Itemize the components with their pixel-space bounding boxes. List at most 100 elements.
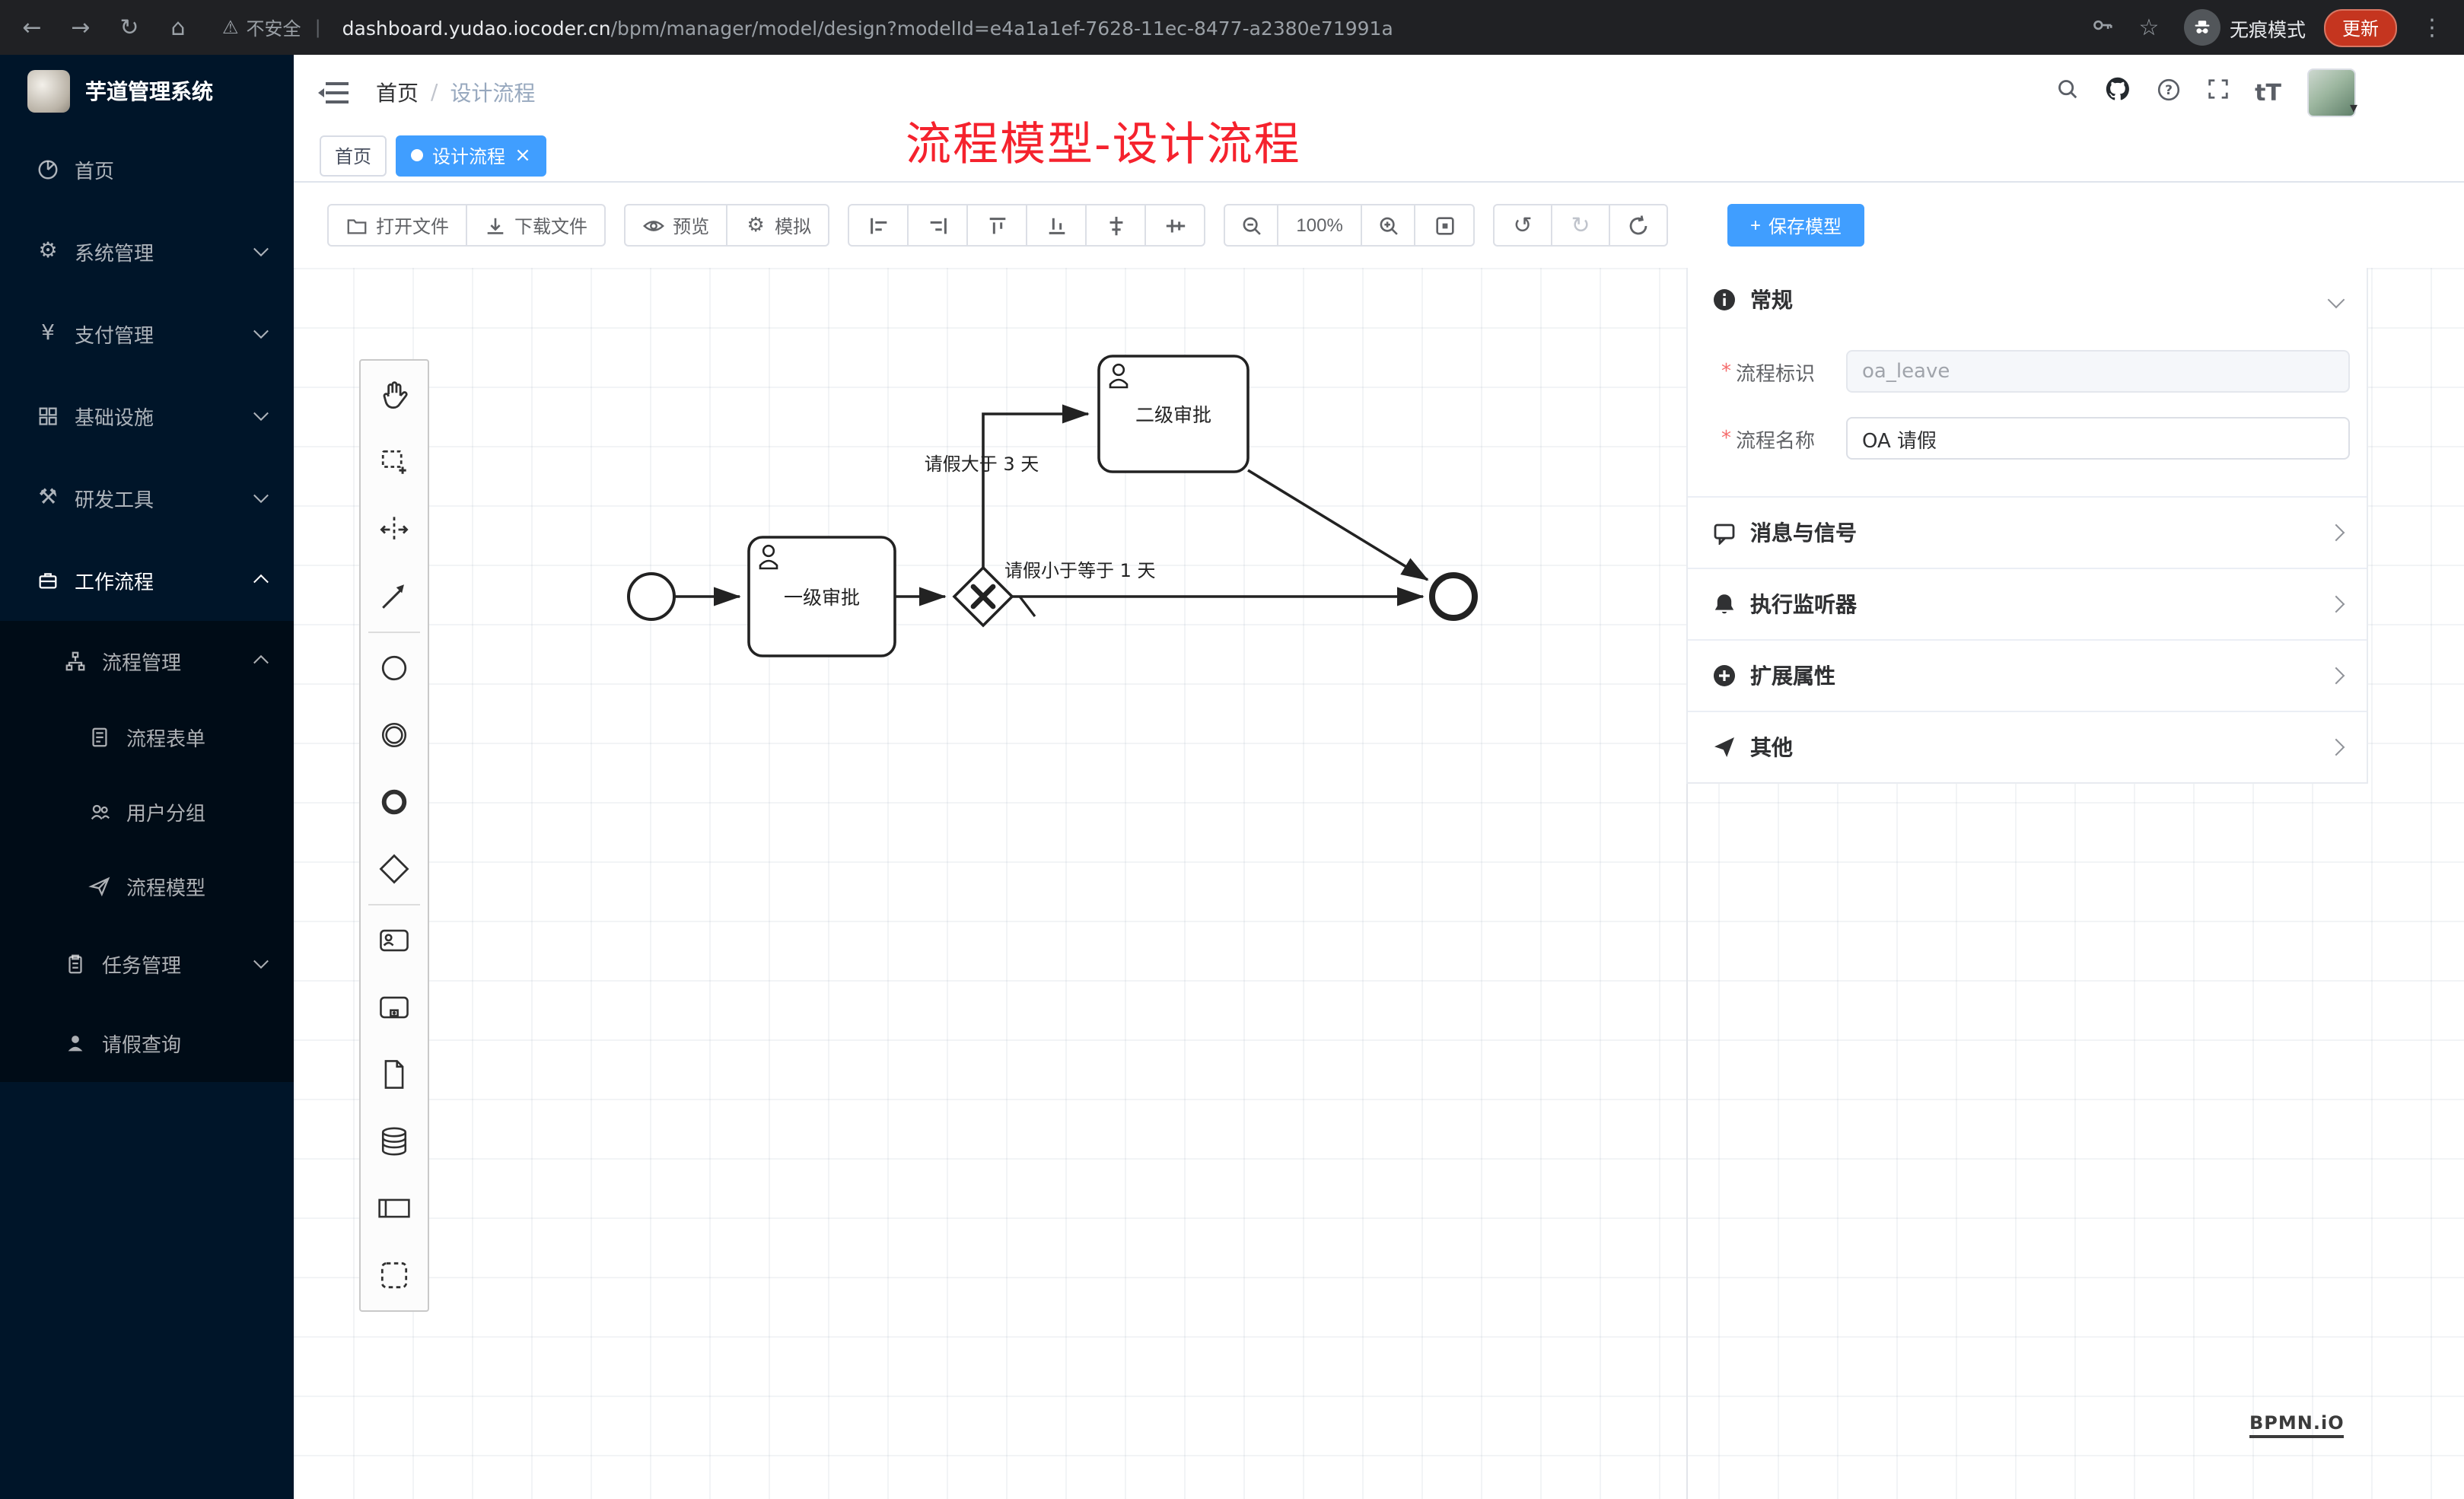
sidebar-collapse-icon[interactable] [318,81,349,103]
zoom-out-button[interactable] [1224,204,1279,247]
create-user-task-icon[interactable] [361,907,428,974]
sidebar-item-process-models[interactable]: 流程模型 [0,849,294,924]
simulate-button[interactable]: ⚙ 模拟 [726,204,830,247]
forward-icon[interactable]: → [71,14,91,41]
undo-button[interactable]: ↺ [1493,204,1553,247]
fullscreen-icon[interactable] [2206,78,2229,107]
breadcrumb: 首页 / 设计流程 [376,77,535,107]
bpmn-canvas[interactable]: 请假大于 3 天 请假小于等于 1 天 一级审批 [294,268,2464,1499]
font-size-icon[interactable]: tT [2255,78,2281,106]
bpmn-task-level1-approval[interactable]: 一级审批 [747,536,896,657]
incognito-badge[interactable]: 无痕模式 [2183,9,2306,46]
tags-view-bar: 首页 设计流程 × [294,129,2464,183]
sidebar-item-workflow[interactable]: 工作流程 [0,539,294,621]
tab-home[interactable]: 首页 [320,135,387,176]
panel-section-execution-listeners[interactable]: 执行监听器 [1688,568,2367,639]
app-logo[interactable]: 芋道管理系统 [0,55,294,128]
sidebar-item-leave-query[interactable]: 请假查询 [0,1003,294,1082]
process-name-input[interactable] [1845,417,2349,460]
reload-icon[interactable]: ↻ [119,14,139,41]
briefcase-icon [39,572,57,588]
update-button[interactable]: 更新 [2323,8,2397,46]
bpmn-task-level2-approval[interactable]: 二级审批 [1097,355,1250,473]
sidebar-item-process-forms[interactable]: 流程表单 [0,700,294,775]
global-connect-tool-icon[interactable] [361,563,428,630]
gateway-x-icon [970,584,996,609]
align-center-horizontal-button[interactable] [1085,204,1147,247]
sidebar-item-devtools[interactable]: ⚒ 研发工具 [0,457,294,539]
key-icon[interactable] [2091,13,2114,42]
hand-tool-icon[interactable] [361,362,428,429]
top-navbar: 首页 / 设计流程 ? tT ▾ [294,55,2464,129]
bpmn-start-event[interactable] [627,572,676,621]
sidebar-item-payment[interactable]: ¥ 支付管理 [0,292,294,374]
download-file-button[interactable]: 下载文件 [466,204,606,247]
zoom-level-button[interactable]: 100% [1277,204,1363,247]
sidebar-item-label: 请假查询 [102,1034,182,1057]
panel-section-others[interactable]: 其他 [1688,711,2367,782]
space-tool-icon[interactable] [361,496,428,563]
save-model-button[interactable]: + 保存模型 [1727,204,1865,247]
flow-task2-to-end[interactable] [1247,469,1429,581]
align-center-vertical-button[interactable] [1144,204,1206,247]
eye-icon [643,220,665,231]
redo-button[interactable]: ↻ [1551,204,1611,247]
back-icon[interactable]: ← [22,14,42,41]
bpmn-io-logo[interactable]: BPMN.iO [2249,1412,2345,1438]
chevron-up-icon [253,654,269,670]
sidebar-item-system[interactable]: ⚙ 系统管理 [0,210,294,292]
panel-section-general[interactable]: 常规 [1688,268,2367,332]
restart-button[interactable] [1609,204,1669,247]
create-gateway-icon[interactable] [361,835,428,902]
caret-down-icon[interactable]: ▾ [2349,100,2357,116]
home-icon[interactable]: ⌂ [170,14,186,41]
create-group-icon[interactable] [361,1242,428,1309]
section-title: 其他 [1750,737,1793,761]
open-file-button[interactable]: 打开文件 [327,204,468,247]
sidebar-item-home[interactable]: 首页 [0,128,294,210]
user-avatar[interactable] [2306,68,2356,116]
create-participant-icon[interactable] [361,1175,428,1242]
flow-label-top[interactable]: 请假大于 3 天 [925,454,1039,475]
palette-separator [368,632,420,633]
panel-section-messages-signals[interactable]: 消息与信号 [1688,496,2367,568]
tab-label: 首页 [335,145,372,167]
create-subprocess-icon[interactable] [361,974,428,1041]
bpmn-end-event[interactable] [1429,572,1478,621]
create-data-object-icon[interactable] [361,1041,428,1108]
browser-menu-icon[interactable]: ⋮ [2421,14,2443,41]
zoom-reset-button[interactable] [1414,204,1476,247]
search-icon[interactable] [2055,78,2078,107]
bpmn-exclusive-gateway[interactable] [952,565,1014,628]
sidebar-item-user-groups[interactable]: 用户分组 [0,775,294,849]
tab-design-process[interactable]: 设计流程 × [396,135,546,176]
zoom-in-button[interactable] [1361,204,1416,247]
close-icon[interactable]: × [514,144,531,167]
flow-gateway-to-task2[interactable] [982,404,1090,568]
create-start-event-icon[interactable] [361,635,428,702]
github-icon[interactable] [2104,76,2130,108]
panel-section-extended-attributes[interactable]: 扩展属性 [1688,639,2367,711]
bookmark-star-icon[interactable]: ☆ [2138,14,2160,41]
preview-button[interactable]: 预览 [624,204,728,247]
breadcrumb-home[interactable]: 首页 [376,81,419,106]
align-top-button[interactable] [966,204,1028,247]
align-bottom-button[interactable] [1026,204,1087,247]
create-data-store-icon[interactable] [361,1108,428,1175]
create-intermediate-event-icon[interactable] [361,702,428,769]
sidebar-item-infrastructure[interactable]: 基础设施 [0,374,294,457]
message-icon [1714,524,1735,545]
sidebar-item-task-management[interactable]: 任务管理 [0,924,294,1003]
required-asterisk: * [1721,427,1731,450]
lasso-tool-icon[interactable] [361,429,428,496]
url-bar[interactable]: dashboard.yudao.iocoder.cn/bpm/manager/m… [342,16,2076,39]
process-key-input[interactable] [1845,350,2349,393]
sidebar-item-label: 基础设施 [75,407,154,430]
align-right-button[interactable] [907,204,969,247]
help-icon[interactable]: ? [2156,77,2180,107]
flow-label-bottom[interactable]: 请假小于等于 1 天 [1004,560,1156,581]
security-label[interactable]: 不安全 [246,18,301,39]
sidebar-item-process-management[interactable]: 流程管理 [0,621,294,700]
create-end-event-icon[interactable] [361,769,428,835]
align-left-button[interactable] [848,204,909,247]
